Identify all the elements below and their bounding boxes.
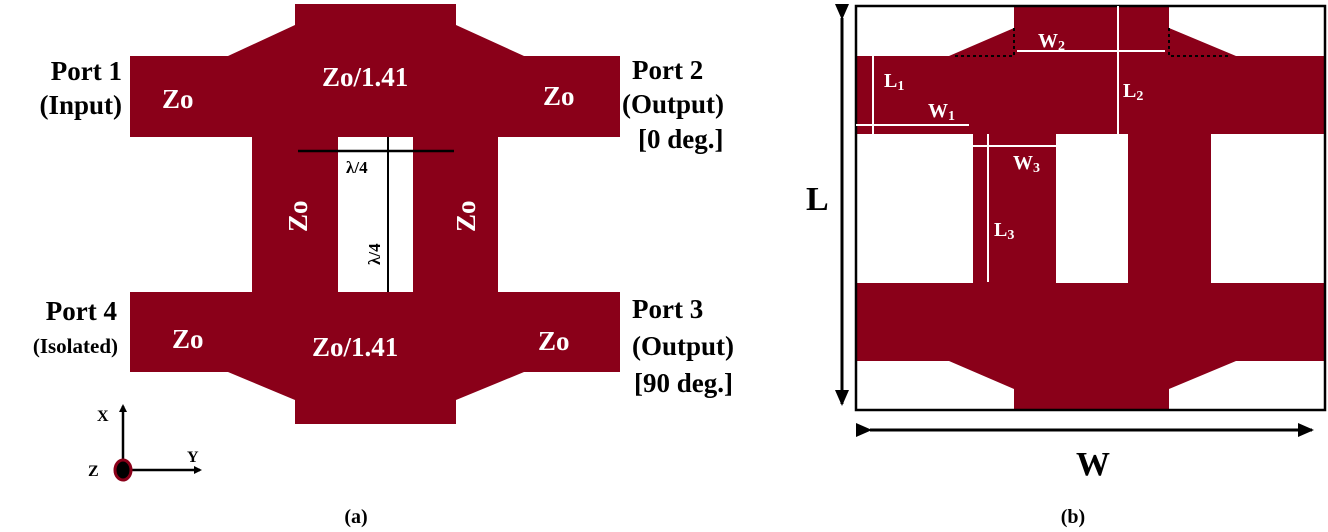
port4-label: Port 4 (Isolated) xyxy=(33,296,118,358)
port3-phase: [90 deg.] xyxy=(634,368,733,398)
x-axis-label: X xyxy=(97,408,109,425)
port3-name: Port 3 xyxy=(632,294,703,324)
impedance-port3-arm: Zo xyxy=(538,326,570,356)
chamfer-guide-right xyxy=(1168,28,1229,57)
port2-phase: [0 deg.] xyxy=(638,124,723,154)
port2-label: Port 2 (Output) [0 deg.] xyxy=(622,55,724,154)
impedance-left-branch: Zo xyxy=(283,200,313,232)
y-axis-label: Y xyxy=(187,449,199,466)
port2-role: (Output) xyxy=(622,89,724,119)
panel-b-caption: (b) xyxy=(1061,506,1085,528)
port2-name: Port 2 xyxy=(632,55,703,85)
z-axis-label: Z xyxy=(88,463,99,480)
dim-label-w3: W3 xyxy=(1013,152,1040,176)
chamfer-guide-left xyxy=(955,28,1015,57)
coupler-conductor xyxy=(130,4,620,424)
dim-label-l2: L2 xyxy=(1123,80,1143,104)
impedance-port1-arm: Zo xyxy=(162,84,194,114)
impedance-bottom-center: Zo/1.41 xyxy=(312,332,398,362)
port4-name: Port 4 xyxy=(46,296,117,326)
quarter-wave-vertical-label: λ/4 xyxy=(365,243,384,265)
overall-width-label: W xyxy=(1076,446,1110,483)
impedance-port4-arm: Zo xyxy=(172,324,204,354)
impedance-right-branch: Zo xyxy=(451,200,481,232)
dim-label-w1: W1 xyxy=(928,100,955,124)
coordinate-axes: X Y Z xyxy=(88,404,202,482)
overall-length-label: L xyxy=(806,181,829,218)
port4-role: (Isolated) xyxy=(33,334,118,358)
substrate-outline xyxy=(854,4,1327,412)
panel-a-branchline-coupler: λ/4 λ/4 Zo/1.41 Zo Zo Zo Zo Zo Zo/1.41 Z… xyxy=(33,4,734,528)
z-axis-out-of-plane-icon xyxy=(113,458,133,482)
port1-role: (Input) xyxy=(39,90,122,120)
impedance-top-center: Zo/1.41 xyxy=(322,62,408,92)
dim-label-l3: L3 xyxy=(994,219,1014,243)
quarter-wave-horizontal-label: λ/4 xyxy=(346,158,368,177)
dim-label-w2: W2 xyxy=(1038,30,1065,54)
port3-role: (Output) xyxy=(632,331,734,361)
panel-a-caption: (a) xyxy=(344,506,367,528)
port1-name: Port 1 xyxy=(51,56,122,86)
dim-label-l1: L1 xyxy=(884,70,904,94)
panel-b-dimensioned-layout: L1 W1 W2 L2 W3 L3 L W (b) xyxy=(806,4,1327,528)
port3-label: Port 3 (Output) [90 deg.] xyxy=(632,294,734,398)
port1-label: Port 1 (Input) xyxy=(39,56,122,120)
impedance-port2-arm: Zo xyxy=(543,81,575,111)
layout-conductor xyxy=(856,6,1325,410)
